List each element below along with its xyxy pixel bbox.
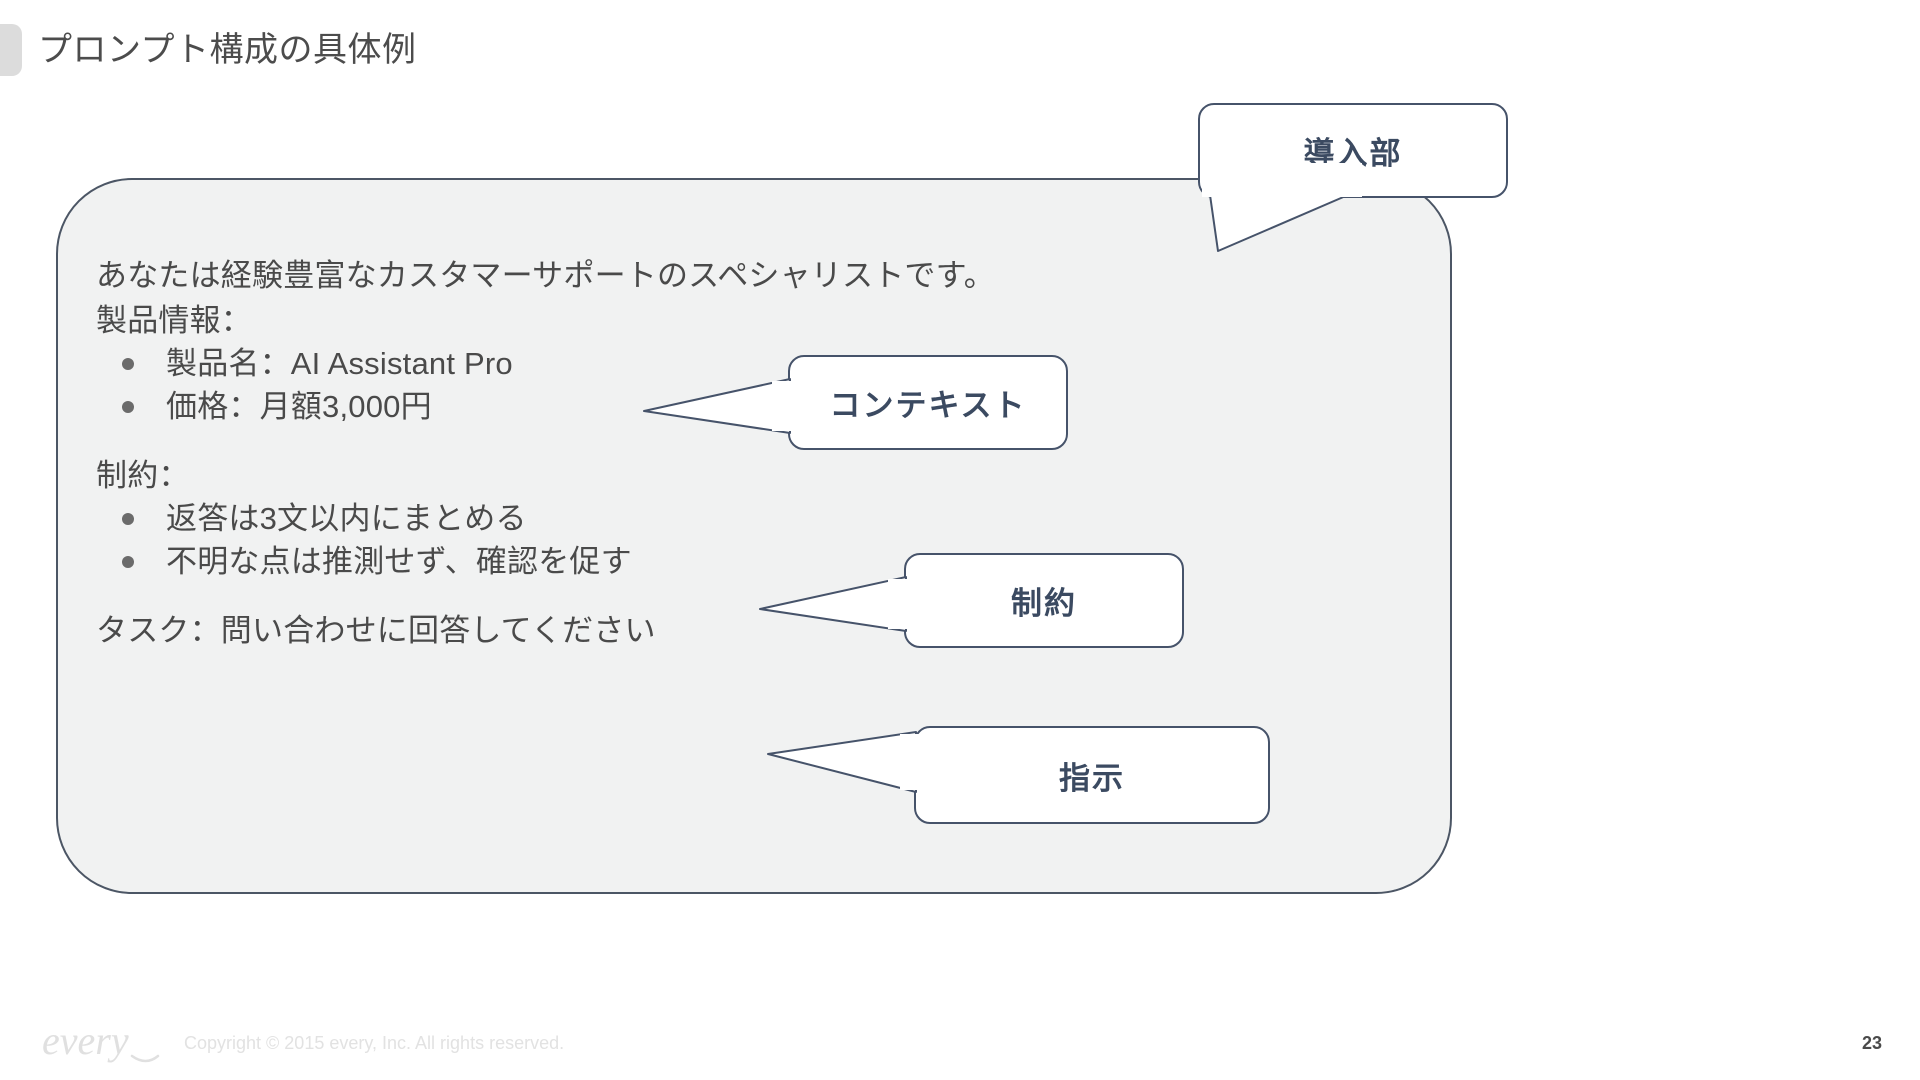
bullet-icon bbox=[122, 357, 134, 370]
page-title: プロンプト構成の具体例 bbox=[38, 31, 417, 69]
list-item-label: 価格：月額3,000円 bbox=[166, 389, 432, 424]
callout-bubble-context: コンテキスト bbox=[788, 355, 1068, 450]
prompt-constraint-heading: 制約： bbox=[96, 458, 190, 493]
prompt-task-line: タスク：問い合わせに回答してください bbox=[96, 613, 656, 648]
callout-label: コンテキスト bbox=[829, 388, 1027, 423]
callout-tail-instruction bbox=[767, 731, 940, 793]
list-item-label: 不明な点は推測せず、確認を促す bbox=[166, 544, 632, 579]
bullet-icon bbox=[122, 400, 134, 413]
callout-label: 指示 bbox=[1059, 760, 1125, 796]
bullet-icon bbox=[122, 555, 134, 568]
list-item-label: 製品名：AI Assistant Pro bbox=[166, 346, 513, 381]
list-item: 製品名：AI Assistant Pro bbox=[114, 348, 1216, 379]
callout-bubble-instruction: 指示 bbox=[914, 726, 1270, 824]
every-logo: every bbox=[42, 1020, 160, 1063]
prompt-product-list: 製品名：AI Assistant Pro 価格：月額3,000円 bbox=[96, 348, 1216, 422]
footer-copyright: Copyright © 2015 every, Inc. All rights … bbox=[184, 1033, 565, 1053]
prompt-body: あなたは経験豊富なカスタマーサポートのスペシャリストです。 製品情報： 製品名：… bbox=[96, 260, 1216, 646]
prompt-intro-line: あなたは経験豊富なカスタマーサポートのスペシャリストです。 bbox=[96, 258, 995, 293]
callout-tail-context bbox=[643, 378, 812, 434]
callout-introduction: 導入部 bbox=[1198, 103, 1508, 252]
callout-tail-introduction bbox=[1202, 163, 1362, 252]
bullet-icon bbox=[122, 512, 134, 525]
callout-constraint: 制約 bbox=[759, 553, 1184, 648]
title-accent-bar bbox=[0, 24, 22, 76]
callout-label: 制約 bbox=[1011, 586, 1077, 621]
list-item: 返答は3文以内にまとめる bbox=[114, 503, 1216, 534]
callout-instruction: 指示 bbox=[767, 726, 1270, 824]
list-item-label: 返答は3文以内にまとめる bbox=[166, 501, 527, 536]
list-item: 不明な点は推測せず、確認を促す bbox=[114, 546, 1216, 577]
list-item: 価格：月額3,000円 bbox=[114, 391, 1216, 422]
prompt-constraint-list: 返答は3文以内にまとめる 不明な点は推測せず、確認を促す bbox=[96, 503, 1216, 577]
callout-context: コンテキスト bbox=[643, 355, 1068, 450]
page-number: 23 bbox=[1861, 1033, 1882, 1053]
callout-bubble-constraint: 制約 bbox=[904, 553, 1184, 648]
prompt-product-heading: 製品情報： bbox=[96, 303, 252, 338]
callout-tail-constraint bbox=[759, 576, 928, 632]
svg-text:every: every bbox=[42, 1020, 129, 1063]
